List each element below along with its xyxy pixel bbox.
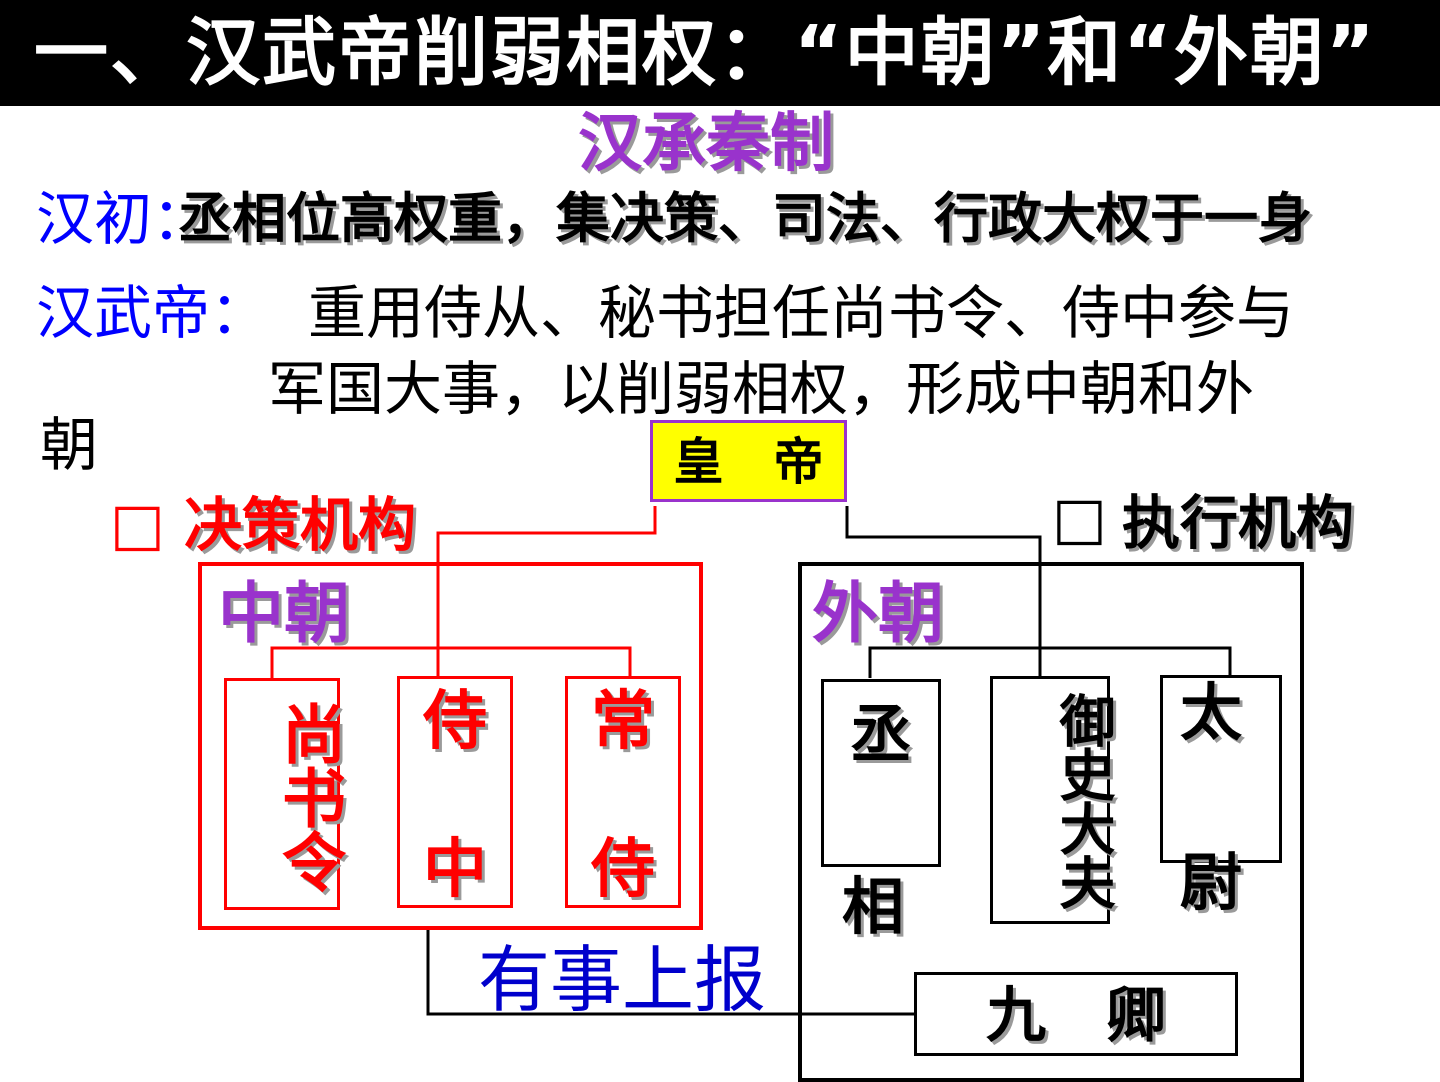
office-taiwei-top: 太 [1179, 676, 1242, 749]
slide-subtitle: 汉承秦制 [578, 107, 834, 181]
connector-emperor-outer [845, 506, 1042, 678]
office-changshi-bottom: 侍 [591, 833, 655, 907]
connector-outer-bus [868, 646, 1232, 678]
office-chengxiang-top: 丞 [849, 698, 912, 771]
wudi-text-line1: 重用侍从、秘书担任尚书令、侍中参与 [308, 279, 1295, 347]
connector-emperor-inner [436, 506, 657, 678]
execution-checkbox: □ [1052, 484, 1107, 552]
office-shizhong-box [397, 676, 513, 908]
inner-court-box [198, 562, 703, 930]
inner-court-label: 中朝 [218, 575, 350, 652]
office-shangshuling-box [224, 678, 340, 910]
wudi-text-line3: 朝 [40, 411, 99, 479]
execution-label: 执行机构 [1122, 489, 1355, 557]
office-chengxiang-box [821, 679, 941, 867]
decision-label: 决策机构 [184, 491, 417, 559]
office-changshi-top: 常 [591, 685, 655, 759]
emperor-label: 皇 帝 [673, 433, 824, 491]
connector-report [426, 928, 915, 1016]
office-yushidafu-box [990, 676, 1110, 924]
office-shizhong-bottom: 中 [423, 833, 487, 907]
outer-court-label: 外朝 [812, 575, 944, 652]
office-shizhong-top: 侍 [423, 685, 487, 759]
office-taiwei-bottom: 尉 [1179, 846, 1242, 919]
wudi-label: 汉武帝： [36, 279, 269, 347]
decision-checkbox: □ [110, 490, 165, 558]
office-yushidafu-label: 御史大夫 [1050, 692, 1115, 908]
han-early-label: 汉初： [36, 185, 211, 253]
office-shangshuling-label: 尚书令 [271, 701, 345, 893]
office-changshi-box [565, 676, 681, 908]
office-chengxiang-bottom: 相 [841, 870, 904, 943]
office-taiwei-box [1160, 675, 1282, 863]
connector-inner-bus [270, 646, 632, 678]
slide-title: 一、汉武帝削弱相权：“中朝”和“外朝” [34, 10, 1377, 96]
han-early-text: 丞相位高权重，集决策、司法、行政大权于一身 [178, 187, 1312, 250]
report-label: 有事上报 [478, 938, 767, 1022]
emperor-box [650, 420, 847, 502]
title-bar [0, 0, 1440, 106]
nine-ministers-box [914, 972, 1238, 1056]
wudi-text-line2: 军国大事，以削弱相权，形成中朝和外 [268, 355, 1255, 423]
nine-ministers-label: 九 卿 [986, 981, 1166, 1051]
